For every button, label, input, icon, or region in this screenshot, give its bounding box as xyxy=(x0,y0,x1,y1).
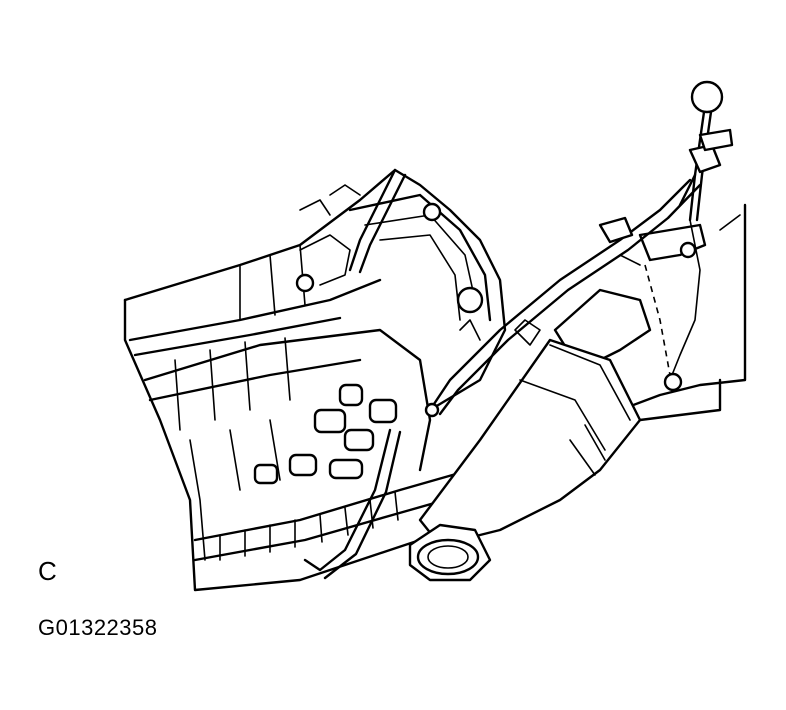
shift-lever-assembly xyxy=(424,80,734,418)
exhaust-tube xyxy=(408,288,652,582)
extension-housing xyxy=(143,328,432,561)
figure-code: G01322358 xyxy=(38,615,158,640)
shift-knob xyxy=(690,80,724,114)
vent-tube xyxy=(303,168,407,580)
valve-body-components xyxy=(253,202,484,485)
crossmember-bracket xyxy=(459,319,541,346)
view-label: C xyxy=(38,556,57,586)
